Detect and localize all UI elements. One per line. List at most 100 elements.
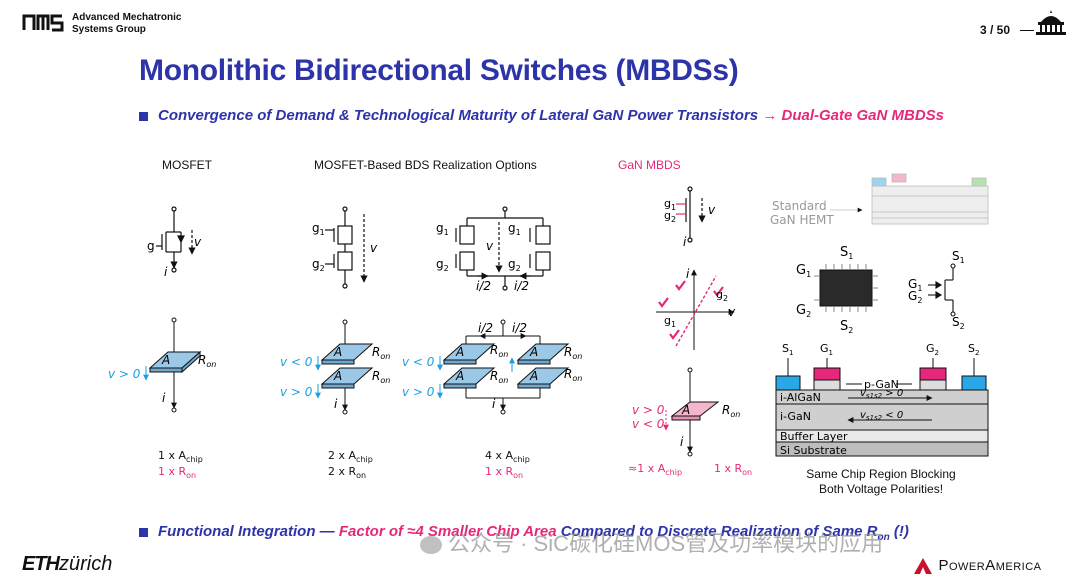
- chip3-A2: A: [455, 369, 464, 383]
- col-heading-gan-mbds: GaN MBDS: [618, 158, 681, 172]
- chip4-A: A: [681, 403, 690, 417]
- gan-cross-section: [775, 358, 989, 457]
- iv-g2-label: g2: [716, 288, 728, 303]
- col-heading-mosfet: MOSFET: [162, 158, 212, 172]
- bullet-1: Convergence of Demand & Technological Ma…: [139, 107, 944, 124]
- chip3-A4: A: [529, 369, 538, 383]
- bds-series-symbol: [325, 206, 368, 289]
- sym-S1: S1: [952, 249, 965, 265]
- same-chip-line1: Same Chip Region Blocking: [806, 467, 956, 481]
- hemt-label-1: Standard: [772, 199, 827, 213]
- eth-zurich-logo: ETHzürich: [22, 553, 112, 576]
- xs-S2: S2: [968, 342, 979, 357]
- page-number: 3 / 50: [980, 23, 1011, 37]
- bds2-g2b-label: g2: [508, 257, 521, 273]
- xs-igan: i-GaN: [780, 410, 811, 423]
- pkg-S2: S2: [840, 319, 853, 335]
- bullet-square-icon: [139, 111, 148, 121]
- xs-ialgan: i-AlGaN: [780, 391, 821, 404]
- chip2-i: i: [334, 397, 338, 411]
- bds1-g1-label: g1: [312, 221, 325, 237]
- chip3-A1: A: [455, 345, 464, 359]
- chip2-v-gt0: v > 0: [280, 385, 313, 399]
- gan-g1-label: g1: [664, 197, 676, 212]
- bullet-2-text: Functional Integration —: [158, 523, 335, 540]
- group-name-line1: Advanced Mechatronic: [72, 12, 182, 23]
- chip2-Ron2: Ron: [372, 369, 390, 385]
- chip3-Ron3: Ron: [564, 345, 582, 361]
- iv-g1-label: g1: [664, 314, 676, 329]
- chip3-v-gt0: v > 0: [402, 385, 435, 399]
- xs-vs1s2-lt0: vs1s2 < 0: [860, 410, 903, 422]
- eth-building-icon: [1036, 10, 1066, 35]
- bullet-1-text: Convergence of Demand & Technological Ma…: [158, 107, 759, 124]
- gan-mbds-symbol: [676, 186, 706, 243]
- bds2-g1b-label: g1: [508, 221, 521, 237]
- xs-S1: S1: [782, 342, 793, 357]
- gan-hemt-thumbnail: [830, 173, 989, 225]
- chip4-v-gt0: v > 0: [632, 403, 665, 417]
- chip3-Ron2: Ron: [490, 369, 508, 385]
- bullet-2: Functional Integration — Factor of ≈4 Sm…: [139, 523, 909, 543]
- dual-gate-symbol: [928, 263, 956, 317]
- chip-gan: [663, 367, 720, 457]
- xs-pgan: p-GaN: [864, 378, 899, 391]
- group-name: Advanced Mechatronic Systems Group: [72, 12, 181, 36]
- gan-g2-label: g2: [664, 209, 676, 224]
- footnote-col4a: ≈1 x Achip: [628, 462, 683, 478]
- gan-i-label: i: [683, 235, 687, 249]
- chip1-Ron: Ron: [198, 353, 216, 369]
- iv-quadrant-plot: [656, 269, 735, 350]
- sym-S2: S2: [952, 315, 965, 331]
- ams-logo-icon: [22, 14, 64, 32]
- mosfet-v-label: v: [194, 235, 202, 249]
- bds2-g1-label: g1: [436, 221, 449, 237]
- group-name-line2: Systems Group: [72, 24, 146, 35]
- chip2-Ron1: Ron: [372, 345, 390, 361]
- xs-G2: G2: [926, 342, 939, 357]
- pkg-G1: G1: [796, 263, 811, 279]
- bullet-2-tail: (!): [893, 523, 909, 540]
- arrow-right-icon: →: [762, 107, 778, 124]
- col-heading-mosfet-bds: MOSFET-Based BDS Realization Options: [314, 158, 537, 172]
- chip3-A3: A: [529, 345, 538, 359]
- chip2-A1: A: [333, 345, 342, 359]
- bullet-2-highlight: Factor of ≈4 Smaller Chip Area: [338, 523, 557, 540]
- chip4-v-lt0: v < 0: [632, 417, 665, 431]
- xs-si: Si Substrate: [780, 444, 847, 457]
- gan-v-label: v: [708, 203, 716, 217]
- power-america-icon: [914, 558, 932, 574]
- iv-v-label: v: [728, 305, 736, 319]
- chip4-i: i: [680, 435, 684, 449]
- bullet-1-highlight: Dual-Gate GaN MBDSs: [781, 107, 945, 124]
- sym-G2: G2: [908, 289, 922, 305]
- footnote-col4b: 1 x Ron: [714, 462, 753, 478]
- bds2-v-label: v: [486, 239, 494, 253]
- bds2-g2-label: g2: [436, 257, 449, 273]
- bullet-2-sub: on: [877, 532, 890, 543]
- chip3-v-lt0: v < 0: [402, 355, 435, 369]
- bds-parallel-symbol: [455, 206, 551, 291]
- chip1-v-gt0: v > 0: [108, 367, 141, 381]
- chip3-Ron1: Ron: [490, 343, 508, 359]
- slide-title: Monolithic Bidirectional Switches (MBDSs…: [139, 54, 739, 87]
- pa-power: Power: [938, 557, 986, 575]
- chip1-i: i: [162, 391, 166, 405]
- xs-G1: G1: [820, 342, 833, 357]
- mosfet-gate-label: g: [147, 239, 155, 253]
- bds2-ihalf-left: i/2: [476, 279, 491, 293]
- chip2-v-lt0: v < 0: [280, 355, 313, 369]
- eth-bold: ETH: [22, 553, 60, 575]
- page-divider: [1020, 30, 1034, 31]
- sym-G1: G1: [908, 277, 922, 293]
- chip-bds-parallel: [437, 319, 570, 415]
- chip-mosfet: [143, 317, 202, 413]
- bullet-square-icon: [139, 527, 148, 537]
- footnote-col3: 4 x Achip 1 x Ron: [485, 449, 530, 481]
- eth-rest: zürich: [59, 553, 113, 575]
- mosfet-i-label: i: [164, 265, 168, 279]
- power-america-logo: PowerAmerica: [912, 556, 1041, 576]
- footnote-col1: 1 x Achip 1 x Ron: [158, 449, 203, 481]
- chip4-Ron: Ron: [722, 403, 740, 419]
